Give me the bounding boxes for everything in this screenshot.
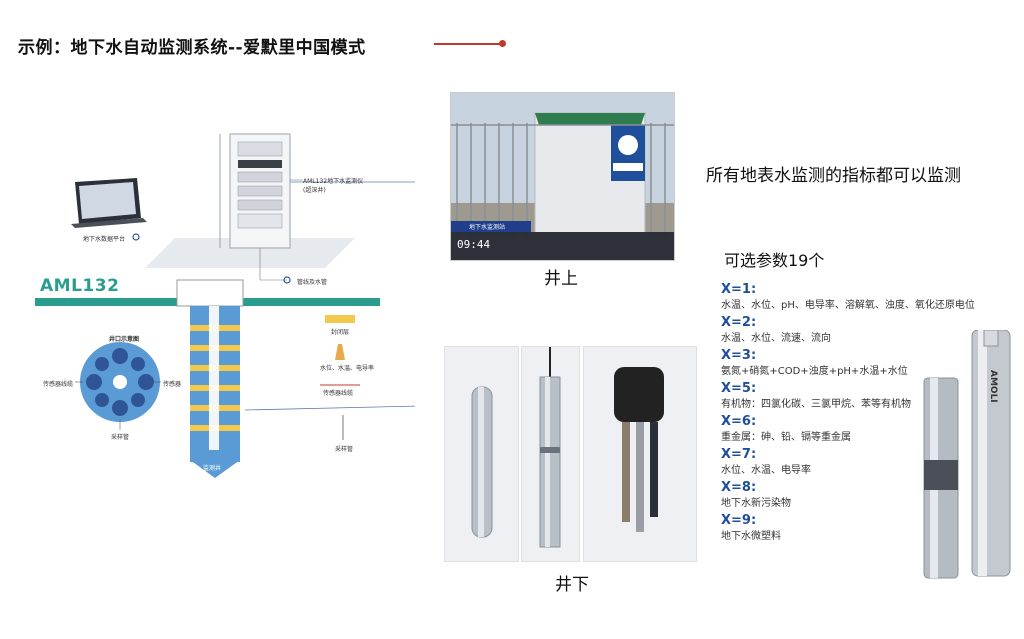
pipe-label: 管线及水管 (297, 279, 328, 286)
tablet-icon (71, 178, 147, 228)
legend-sensor-label: 水位、水温、电导率 (320, 365, 375, 372)
param-key: X=1: (721, 282, 757, 297)
param-value: 地下水新污染物 (721, 498, 791, 509)
well-section-title: 井口示意图 (109, 336, 140, 343)
instrument-label-1: AML132地下水监测仪 (303, 178, 364, 185)
pipe-marker (283, 276, 291, 284)
cable-label: 传感器线缆 (43, 381, 74, 388)
probe-1-illustration (471, 386, 493, 538)
param-key: X=2: (721, 315, 757, 330)
ground-slab (145, 238, 355, 268)
title-decoration-line (434, 43, 500, 45)
monitoring-diagram: 地下水数据平台 AML132地下水监测仪 (超深井) 管线及水管 AML132 … (25, 120, 430, 500)
well-section (80, 342, 160, 422)
param-value: 有机物：四氯化碳、三氯甲烷、苯等有机物 (721, 399, 911, 410)
underground-caption: 井下 (555, 575, 589, 595)
param-value: 重金属：砷、铅、镉等重金属 (721, 432, 851, 443)
probe-brand: AMOLI (988, 370, 998, 403)
title-decoration-dot (499, 40, 506, 47)
station-sign-label: 地下水监测站 (469, 224, 506, 231)
legend-cable-label: 传感器线缆 (323, 390, 354, 397)
probe-photo-2 (521, 346, 580, 562)
cabinet-icon (219, 133, 291, 249)
param-key: X=8: (721, 480, 757, 495)
param-value: 地下水微塑料 (721, 531, 781, 542)
probe-photo-1 (444, 346, 519, 562)
sensor-label: 传感器 (163, 381, 182, 388)
param-item: X=5: 有机物：四氯化碳、三氯甲烷、苯等有机物 (721, 381, 1011, 412)
legend-seal-swatch (325, 315, 355, 323)
param-key: X=5: (721, 381, 757, 396)
param-value: 水位、水温、电导率 (721, 465, 811, 476)
station-time: 09:44 (457, 238, 491, 251)
param-item: X=2: 水温、水位、流速、流向 (721, 315, 1011, 346)
model-label: AML132 (40, 276, 120, 296)
page-title: 示例：地下水自动监测系统--爱默里中国模式 (18, 38, 366, 58)
platform-marker (132, 233, 140, 241)
above-ground-caption: 井上 (544, 269, 578, 289)
well-cap (176, 279, 244, 307)
probe-right-illustration (923, 329, 1011, 579)
diagram-graphics (35, 133, 430, 478)
probe-2-illustration (539, 347, 561, 548)
params-list: X=1: 水温、水位、pH、电导率、溶解氧、浊度、氧化还原电位 X=2: 水温、水位… (721, 280, 1011, 544)
param-value: 氨氮+硝氮+COD+浊度+pH+水温+水位 (721, 366, 908, 377)
station-photo: 地下水监测站 09:44 (450, 92, 675, 261)
params-title: 可选参数19个 (724, 251, 825, 270)
well-label: 监测井 (203, 465, 222, 472)
probe-photo-3 (583, 346, 697, 562)
legend-sensor-swatch (335, 344, 345, 360)
param-item: X=8: 地下水新污染物 (721, 480, 1011, 511)
probe-photo-right: AMOLI (918, 329, 1018, 580)
param-key: X=3: (721, 348, 757, 363)
param-item: X=6: 重金属：砷、铅、镉等重金属 (721, 414, 1011, 445)
probe-3-illustration (614, 367, 664, 532)
param-key: X=9: (721, 513, 757, 528)
station-illustration (451, 93, 674, 260)
tube-label: 采样管 (111, 434, 130, 441)
param-item: X=3: 氨氮+硝氮+COD+浊度+pH+水温+水位 (721, 348, 1011, 379)
param-key: X=7: (721, 447, 757, 462)
param-key: X=6: (721, 414, 757, 429)
platform-label: 地下水数据平台 (83, 236, 126, 243)
param-item: X=9: 地下水微塑料 (721, 513, 1011, 544)
param-item: X=1: 水温、水位、pH、电导率、溶解氧、浊度、氧化还原电位 (721, 282, 1011, 313)
legend-seal-label: 封闭层 (331, 329, 350, 336)
legend-tube-label: 采样管 (335, 446, 354, 453)
instrument-label-2: (超深井) (303, 187, 326, 194)
param-item: X=7: 水位、水温、电导率 (721, 447, 1011, 478)
param-value: 水温、水位、pH、电导率、溶解氧、浊度、氧化还原电位 (721, 300, 975, 311)
right-note: 所有地表水监测的指标都可以监测 (706, 166, 961, 186)
well-body (190, 306, 240, 478)
param-value: 水温、水位、流速、流向 (721, 333, 831, 344)
